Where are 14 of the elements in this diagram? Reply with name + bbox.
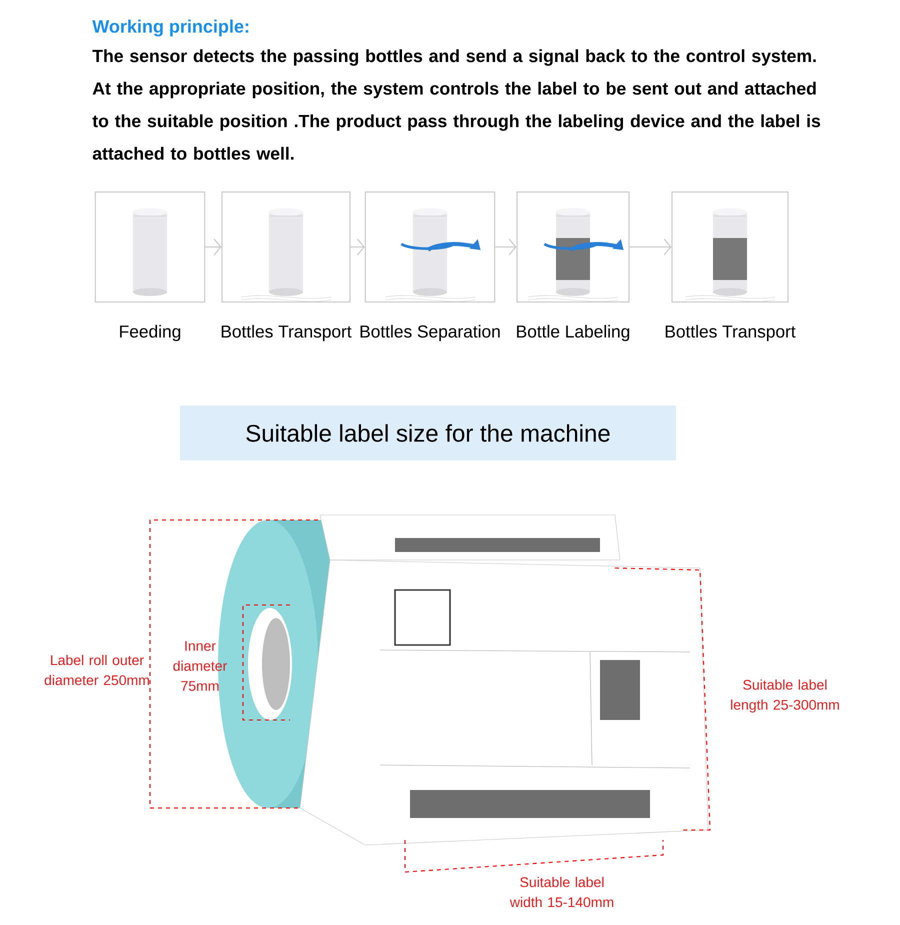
step-label: Bottles Separation bbox=[360, 324, 500, 342]
dimension-label: Suitable label length 25-300mm bbox=[731, 679, 839, 713]
step-label: Bottles Transport bbox=[222, 324, 352, 342]
paragraph: The sensor detects the passing bottles and send a signal back to the control system. At the appropriate position, the system controls the label to be sent out and attached to the suitable position .The product pass through the labeling device and the label is attached to bottles well. bbox=[92, 49, 820, 160]
step-label: Feeding bbox=[120, 324, 180, 342]
step-label: Bottles Transport bbox=[666, 324, 796, 342]
heading: Working principle: bbox=[92, 20, 248, 36]
banner: Suitable label size for the machine bbox=[180, 406, 676, 460]
dimension-label: Suitable label width 15-140mm bbox=[510, 876, 614, 908]
step-label: Bottle Labeling bbox=[517, 324, 630, 342]
arrow bbox=[630, 238, 672, 256]
dimension-label: Inner diameter 75mm bbox=[173, 641, 227, 691]
arrow bbox=[495, 238, 516, 256]
dimension-label: Label roll outer diameter 250mm bbox=[44, 654, 149, 686]
